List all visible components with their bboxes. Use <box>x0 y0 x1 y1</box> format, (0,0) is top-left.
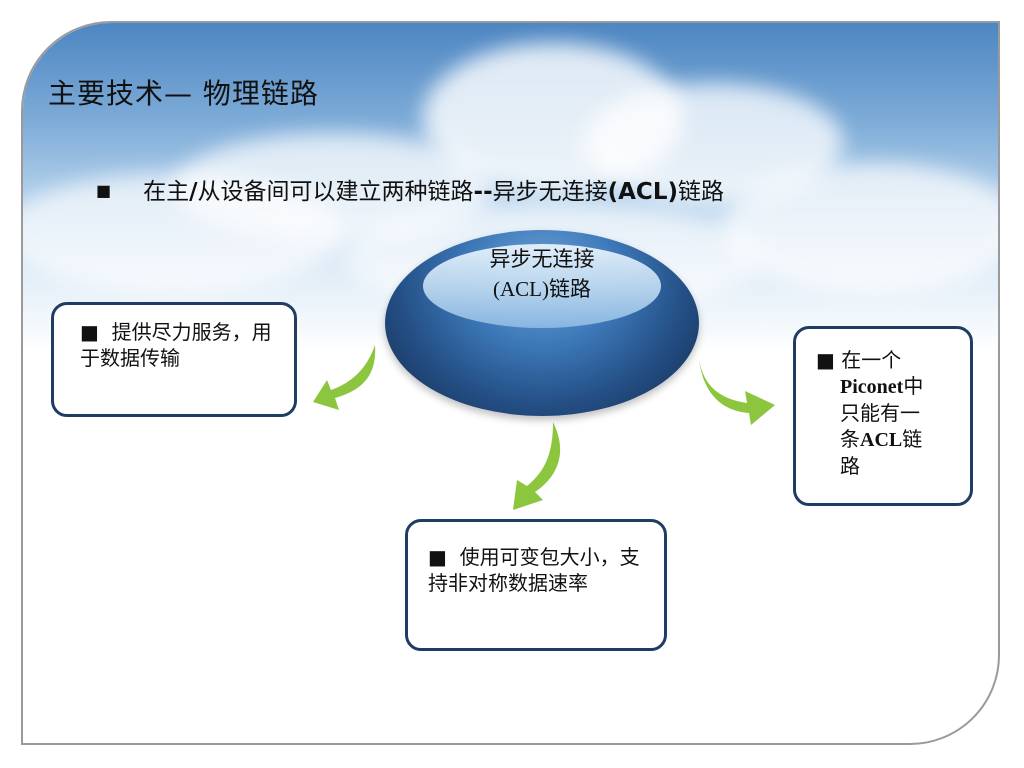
box-right-line4-cjk: 条 <box>840 427 860 451</box>
center-node: 异步无连接 (ACL)链路 <box>385 230 699 416</box>
center-oval-gloss <box>423 244 661 328</box>
slide-frame <box>21 21 1000 745</box>
box-right-line1: 在一个 <box>841 348 902 372</box>
box-bottom-marker: ■ <box>428 545 447 569</box>
box-right-line4-end: 链 <box>902 427 923 451</box>
box-right-line5: 路 <box>840 454 860 478</box>
main-bullet: ■ 在主/从设备间可以建立两种链路--异步无连接(ACL)链路 <box>96 172 724 206</box>
box-best-effort: ■ 提供尽力服务，用于数据传输 <box>51 302 297 417</box>
bullet-dashes: -- <box>473 179 493 205</box>
bullet-marker: ■ <box>96 181 112 200</box>
center-node-label: 异步无连接 (ACL)链路 <box>385 244 699 304</box>
box-left-marker: ■ <box>80 320 99 344</box>
box-right-line3: 只能有一 <box>840 401 920 425</box>
arrow-right-icon <box>699 359 775 425</box>
box-bottom-text: 使用可变包大小，支持非对称数据速率 <box>428 545 640 595</box>
box-right-line2-cjk: 中 <box>903 374 924 398</box>
cloud-decoration <box>723 163 998 293</box>
bullet-text-1: 在主 <box>143 179 190 205</box>
box-right-acl: ACL <box>860 429 903 451</box>
arrow-down-icon <box>513 422 561 510</box>
slide-title: 主要技术— 物理链路 <box>48 77 319 110</box>
box-variable-packet: ■ 使用可变包大小，支持非对称数据速率 <box>405 519 667 651</box>
box-piconet: ■ 在一个 Piconet中 只能有一 条ACL链 路 <box>793 326 973 506</box>
bullet-slash: / <box>189 179 198 205</box>
box-left-text: 提供尽力服务，用于数据传输 <box>80 320 272 370</box>
box-right-marker: ■ <box>816 348 835 372</box>
bullet-acl: (ACL) <box>607 179 678 205</box>
box-right-piconet: Piconet <box>840 376 904 398</box>
bullet-text-4: 链路 <box>677 179 724 205</box>
cloud-decoration <box>23 173 343 293</box>
arrow-left-icon <box>313 345 376 410</box>
center-node-line1: 异步无连接 <box>489 247 595 271</box>
center-node-line2: (ACL)链路 <box>493 277 591 301</box>
bullet-text-2: 从设备间可以建立两种链路 <box>197 179 474 205</box>
bullet-text-3: 异步无连接 <box>492 179 608 205</box>
